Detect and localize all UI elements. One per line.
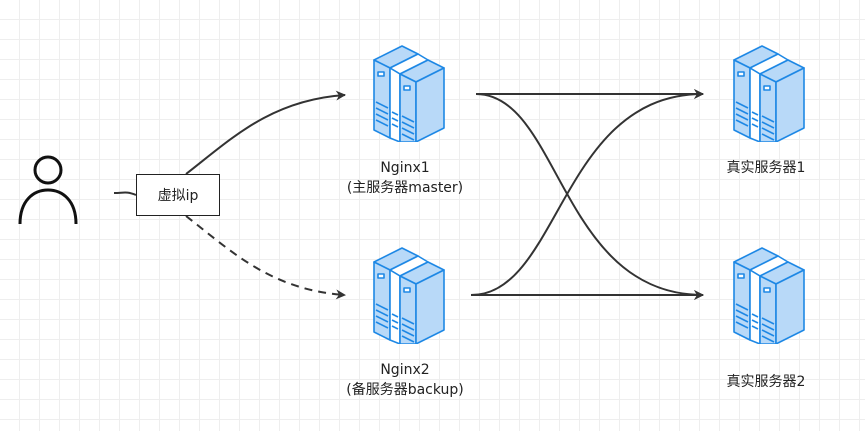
user-node[interactable] [16, 152, 80, 228]
nginx1-server[interactable] [360, 38, 456, 143]
nginx1-name: Nginx1 [380, 160, 430, 176]
nginx1-role: (主服务器master) [346, 180, 464, 196]
edge-vip-nginx1[interactable] [185, 90, 346, 175]
real-server-2[interactable] [720, 240, 816, 345]
server-icon [373, 45, 445, 143]
server-icon [733, 45, 805, 143]
user-icon [18, 155, 78, 225]
virtual-ip-box[interactable]: 虚拟ip [136, 174, 220, 216]
nginx2-name: Nginx2 [380, 362, 430, 378]
nginx1-label: Nginx1 (主服务器master) [330, 158, 480, 198]
edge-nginx2-real1[interactable] [470, 89, 704, 296]
nginx2-server[interactable] [360, 240, 456, 345]
real-server-2-label: 真实服务器2 [726, 374, 806, 390]
edge-nginx1-real2[interactable] [475, 93, 704, 300]
real-server-1[interactable] [720, 38, 816, 143]
nginx2-role: (备服务器backup) [346, 382, 464, 398]
virtual-ip-label: 虚拟ip [157, 188, 199, 204]
edge-user-vip [113, 191, 137, 196]
server-icon [373, 247, 445, 345]
real-server-1-label: 真实服务器1 [726, 160, 806, 176]
nginx2-label: Nginx2 (备服务器backup) [330, 360, 480, 400]
server-icon [733, 247, 805, 345]
edge-vip-nginx2[interactable] [185, 215, 346, 300]
